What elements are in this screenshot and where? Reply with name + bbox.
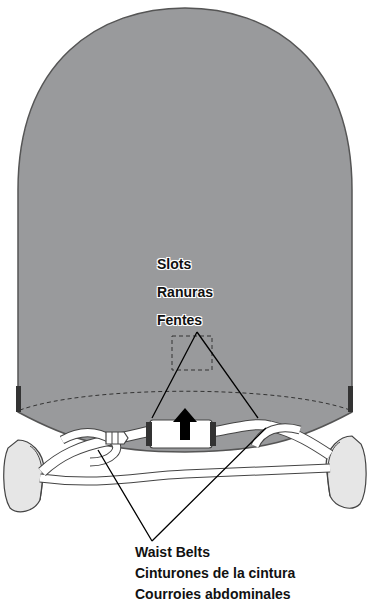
slots-label-fr: Fentes xyxy=(157,312,202,328)
waist-belts-label-es: Cinturones de la cintura xyxy=(135,565,295,581)
waist-belts-label: Waist Belts xyxy=(135,544,210,560)
slots-label: Slots xyxy=(157,256,191,272)
waist-belts-label-fr: Courroies abdominales xyxy=(135,586,291,602)
slots-label-es: Ranuras xyxy=(157,284,213,300)
